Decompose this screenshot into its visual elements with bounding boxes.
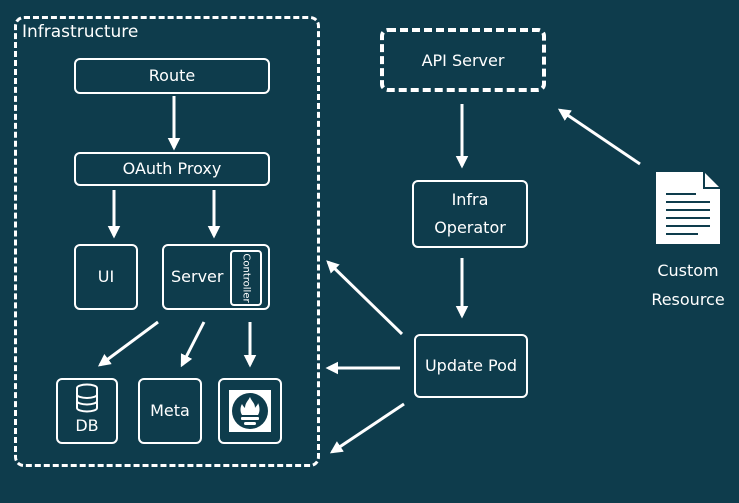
- infra-operator-line1: Infra: [451, 190, 489, 209]
- db-node[interactable]: DB: [56, 378, 118, 444]
- custom-resource-label: Custom Resource: [640, 256, 736, 314]
- arrow-resource-to-api: [557, 108, 641, 166]
- infrastructure-title: Infrastructure: [22, 22, 139, 42]
- prometheus-node[interactable]: [218, 378, 282, 444]
- infrastructure-container: [14, 16, 320, 467]
- server-node[interactable]: Server: [162, 244, 270, 310]
- update-pod-node[interactable]: Update Pod: [414, 334, 528, 398]
- update-pod-label: Update Pod: [424, 356, 518, 375]
- infra-operator-line2: Operator: [434, 218, 506, 237]
- oauth-proxy-label: OAuth Proxy: [122, 159, 222, 178]
- meta-node[interactable]: Meta: [138, 378, 202, 444]
- document-icon: [656, 172, 720, 244]
- oauth-proxy-node[interactable]: OAuth Proxy: [74, 152, 270, 186]
- ui-label: UI: [97, 267, 115, 286]
- controller-label: Controller: [240, 253, 252, 303]
- route-label: Route: [148, 66, 196, 85]
- custom-resource-line2: Resource: [651, 290, 725, 309]
- api-server-label: API Server: [421, 50, 505, 70]
- infra-operator-node[interactable]: Infra Operator: [412, 180, 528, 248]
- arrow-updatepod-to-bottom: [329, 402, 405, 454]
- db-label: DB: [75, 416, 99, 435]
- custom-resource-line1: Custom: [657, 261, 719, 280]
- controller-box[interactable]: [230, 250, 262, 306]
- route-node[interactable]: Route: [74, 58, 270, 94]
- ui-node[interactable]: UI: [74, 244, 138, 310]
- arrow-server-to-db: [97, 320, 159, 367]
- database-icon: [76, 383, 98, 413]
- meta-label: Meta: [150, 401, 190, 420]
- prometheus-icon: [229, 390, 271, 432]
- api-server-node[interactable]: [380, 28, 546, 92]
- arrow-server-to-meta: [180, 321, 206, 368]
- server-label: Server: [171, 267, 224, 286]
- arrow-updatepod-to-server: [326, 260, 404, 336]
